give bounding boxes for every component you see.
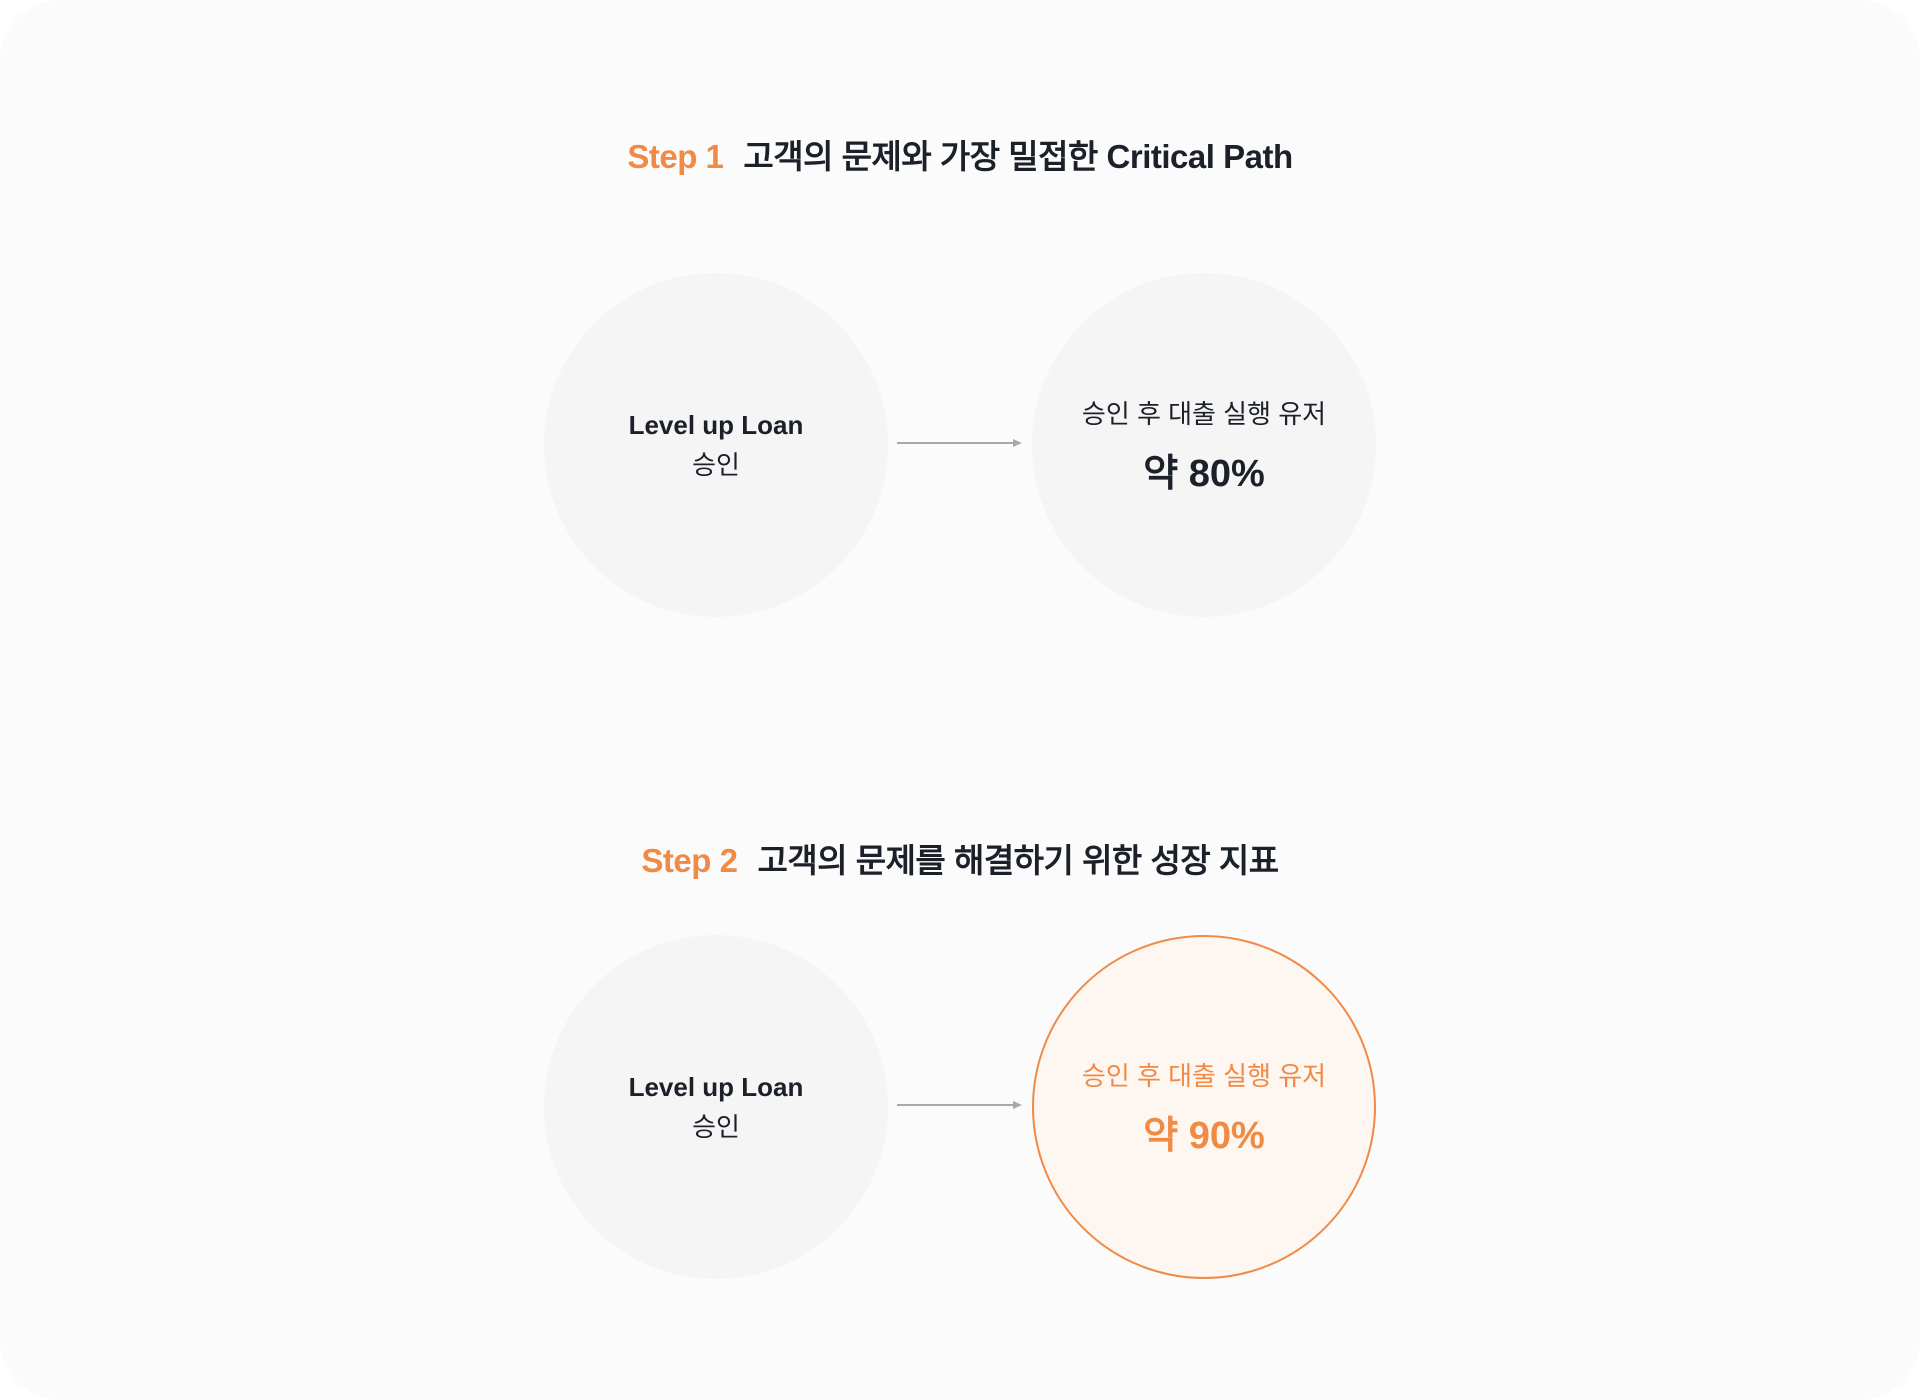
- step-2-heading: Step 2 고객의 문제를 해결하기 위한 성장 지표: [0, 834, 1920, 882]
- step-1-heading: Step 1 고객의 문제와 가장 밀접한 Critical Path: [0, 130, 1920, 178]
- step-2-result-circle-highlighted: 승인 후 대출 실행 유저 약 90%: [1032, 935, 1376, 1279]
- result-value: 약 80%: [1143, 452, 1265, 495]
- step-1-result-circle: 승인 후 대출 실행 유저 약 80%: [1032, 273, 1376, 617]
- source-line2: 승인: [692, 450, 740, 480]
- source-line1: Level up Loan: [628, 1072, 804, 1102]
- result-value: 약 90%: [1143, 1114, 1265, 1157]
- source-line2: 승인: [692, 1112, 740, 1142]
- step-1-title: 고객의 문제와 가장 밀접한 Critical Path: [743, 138, 1293, 175]
- arrow-icon: [897, 1101, 1022, 1109]
- source-line1: Level up Loan: [628, 410, 804, 440]
- step-1-source-circle: Level up Loan 승인: [544, 273, 888, 617]
- step-2-source-circle: Level up Loan 승인: [544, 935, 888, 1279]
- step-1-label: Step 1: [627, 138, 724, 175]
- arrow-icon: [897, 439, 1022, 447]
- result-label: 승인 후 대출 실행 유저: [1081, 398, 1327, 429]
- result-label: 승인 후 대출 실행 유저: [1081, 1060, 1327, 1091]
- step-2-label: Step 2: [641, 842, 738, 879]
- step-2-title: 고객의 문제를 해결하기 위한 성장 지표: [757, 842, 1279, 879]
